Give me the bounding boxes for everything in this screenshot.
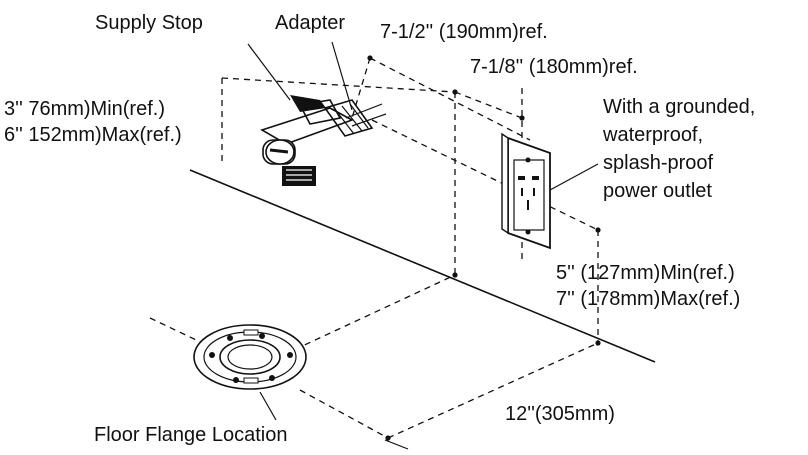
adapter-label: Adapter: [275, 12, 345, 34]
flange-distance-span: [387, 342, 599, 439]
dim-190-span: [369, 57, 531, 141]
supply-stop-leader: [247, 43, 291, 101]
supply-stop-label: Supply Stop: [95, 12, 203, 34]
dim-dot-flange: [385, 435, 391, 441]
outlet-desc-line4: power outlet: [603, 180, 712, 202]
dim-dot-outlet-top: [519, 115, 525, 121]
dim-dot-floor-outlet: [595, 340, 601, 346]
dim-180-label: 7-1/8'' (180mm)ref.: [470, 56, 638, 78]
dim-dot-190: [367, 55, 373, 61]
dim-dot-outlet-guide: [595, 227, 601, 233]
dim-180-top: [454, 91, 523, 119]
stop-max-label: 6'' 152mm)Max(ref.): [4, 124, 182, 146]
dim-190-leader: [351, 57, 371, 119]
outlet-desc-line3: splash-proof: [603, 152, 714, 174]
outlet-min-label: 5'' (127mm)Min(ref.): [556, 262, 735, 284]
flange-distance-end: [384, 439, 409, 450]
flange-distance-line: [299, 389, 389, 439]
stop-height-guide-top: [221, 77, 456, 93]
dim-dot-180: [452, 89, 458, 95]
stop-centerline: [371, 119, 599, 231]
flange-distance-label: 12''(305mm): [505, 403, 615, 425]
floor-flange-label: Floor Flange Location: [94, 424, 287, 446]
floor-flange: [193, 324, 307, 390]
floor-flange-leader: [259, 391, 277, 421]
adapter-leader: [331, 41, 353, 111]
stop-min-label: 3'' 76mm)Min(ref.): [4, 98, 165, 120]
outlet-max-label: 7'' (178mm)Max(ref.): [556, 288, 740, 310]
dim-190-label: 7-1/2'' (190mm)ref.: [380, 21, 548, 43]
outlet-desc-line1: With a grounded,: [603, 96, 755, 118]
dim-dot-floor-wall: [452, 272, 458, 278]
wall-floor-line: [189, 169, 656, 363]
power-outlet: [501, 132, 599, 250]
outlet-desc-line2: waterproof,: [602, 124, 703, 146]
supply-stop-valve: [260, 95, 387, 186]
